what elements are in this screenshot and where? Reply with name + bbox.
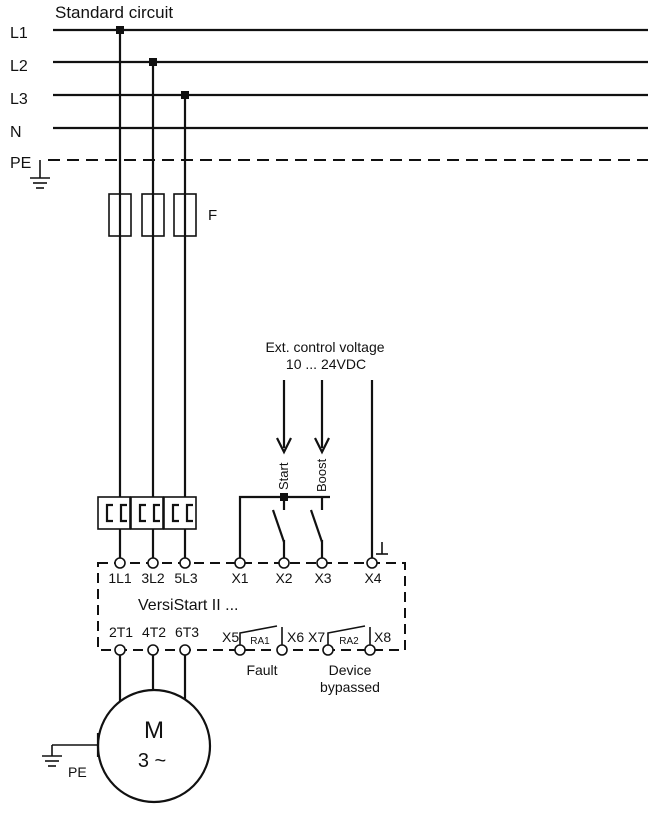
motor-symbol (96, 688, 212, 804)
control-common-bus (238, 495, 330, 562)
relay-label-ra2: RA2 (339, 636, 359, 647)
terminal-label-x3: X3 (314, 570, 331, 586)
bypassed-label-line2: bypassed (320, 679, 380, 695)
control-voltage-range: 10 ... 24VDC (286, 356, 366, 372)
terminal-x3 (316, 557, 328, 569)
start-switch (271, 497, 286, 562)
terminal-x1 (234, 557, 246, 569)
terminal-x4 (366, 557, 378, 569)
terminal-label-x2: X2 (275, 570, 292, 586)
terminal-x2 (278, 557, 290, 569)
terminal-label-2t1: 2T1 (109, 624, 133, 640)
diagram-title: Standard circuit (55, 3, 173, 22)
motor-letter: M (144, 717, 164, 744)
earth-symbol-pe (30, 160, 50, 189)
boost-switch (309, 497, 324, 562)
terminal-label-x1: X1 (231, 570, 248, 586)
line-label-n: N (10, 124, 22, 141)
line-label-l2: L2 (10, 58, 28, 75)
terminal-1l1 (114, 557, 126, 569)
motor-phase: 3 ~ (138, 750, 166, 772)
terminal-4t2 (147, 644, 159, 656)
terminal-5l3 (179, 557, 191, 569)
boost-label: Boost (314, 458, 329, 492)
line-label-l3: L3 (10, 91, 28, 108)
terminal-x5 (234, 644, 246, 656)
terminal-label-x5: X5 (222, 629, 239, 645)
terminal-label-5l3: 5L3 (174, 570, 198, 586)
terminal-x6 (276, 644, 288, 656)
terminal-6t3 (179, 644, 191, 656)
terminal-label-4t2: 4T2 (142, 624, 166, 640)
terminal-2t1 (114, 644, 126, 656)
overload-block (97, 496, 197, 530)
start-label: Start (276, 462, 291, 490)
fuse-label: F (208, 207, 217, 224)
terminal-label-1l1: 1L1 (108, 570, 132, 586)
terminal-x8 (364, 644, 376, 656)
bypassed-label-line1: Device (329, 662, 372, 678)
relay-label-ra1: RA1 (250, 636, 270, 647)
terminal-label-x4: X4 (364, 570, 381, 586)
fault-label: Fault (246, 662, 277, 678)
terminal-label-x7: X7 (308, 629, 325, 645)
device-name: VersiStart II ... (138, 597, 238, 614)
terminal-3l2 (147, 557, 159, 569)
boost-arrow-icon (314, 380, 330, 455)
terminal-label-x6: X6 (287, 629, 304, 645)
x4-ground-icon (376, 542, 388, 555)
control-voltage-label: Ext. control voltage (265, 339, 384, 355)
motor-pe-label: PE (68, 764, 87, 780)
motor-earth-icon (42, 733, 100, 767)
terminal-label-x8: X8 (374, 629, 391, 645)
line-label-pe: PE (10, 155, 31, 172)
soft-starter-enclosure (97, 562, 406, 651)
terminal-label-3l2: 3L2 (141, 570, 165, 586)
terminal-x7 (322, 644, 334, 656)
line-label-l1: L1 (10, 25, 28, 42)
start-arrow-icon (276, 380, 292, 455)
terminal-label-6t3: 6T3 (175, 624, 199, 640)
